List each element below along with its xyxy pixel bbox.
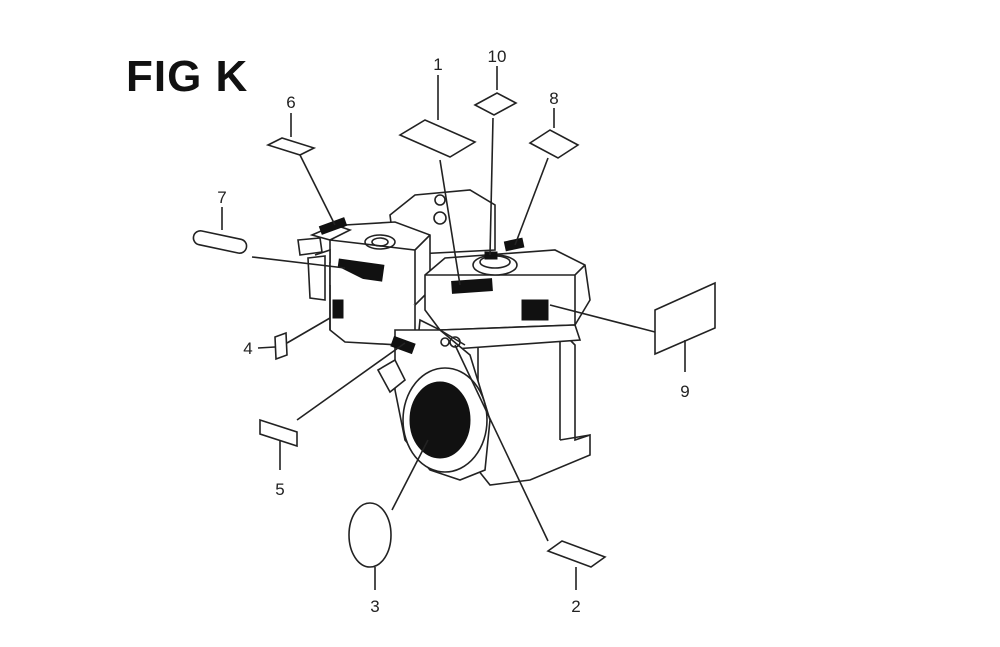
- label-part-6: [265, 137, 317, 156]
- label-part-9: [654, 281, 716, 356]
- label-part-2: [546, 540, 607, 568]
- callout-2: 2: [571, 597, 580, 616]
- label-part-1: [398, 119, 477, 158]
- figure-title: FIG K: [126, 52, 249, 101]
- callout-3: 3: [370, 597, 379, 616]
- label-part-4: [274, 331, 288, 361]
- callout-5: 5: [275, 480, 284, 499]
- label-part-10: [473, 92, 518, 116]
- callout-1: 1: [433, 55, 442, 74]
- callout-7: 7: [217, 188, 226, 207]
- leader-lines: [221, 66, 686, 590]
- engine-illustration: [297, 189, 591, 486]
- callout-numbers: 1 2 3 4 5 6 7 8 9 10: [217, 47, 689, 616]
- callout-4: 4: [243, 339, 252, 358]
- callout-10: 10: [488, 47, 507, 66]
- callout-8: 8: [549, 89, 558, 108]
- label-part-5: [259, 418, 298, 448]
- label-part-8: [528, 129, 580, 159]
- callout-6: 6: [286, 93, 295, 112]
- callout-9: 9: [680, 382, 689, 401]
- label-part-3: [348, 502, 392, 568]
- label-part-7: [192, 230, 248, 254]
